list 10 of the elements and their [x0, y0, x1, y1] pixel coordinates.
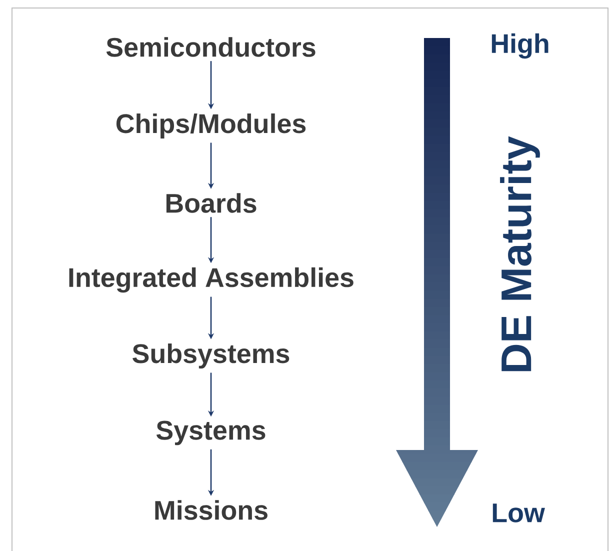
level-label: Integrated Assemblies [69, 267, 354, 293]
scale-label: High [492, 33, 548, 59]
level-label: Missions [155, 500, 268, 520]
level-label: Boards [166, 193, 256, 213]
axis-title: DE Maturity [500, 136, 540, 372]
level-label: Systems [156, 420, 266, 446]
level-label: Semiconductors [106, 37, 316, 57]
level-label: Chips/Modules [116, 113, 306, 139]
level-label: Subsystems [132, 343, 290, 369]
scale-label: Low [492, 504, 545, 522]
